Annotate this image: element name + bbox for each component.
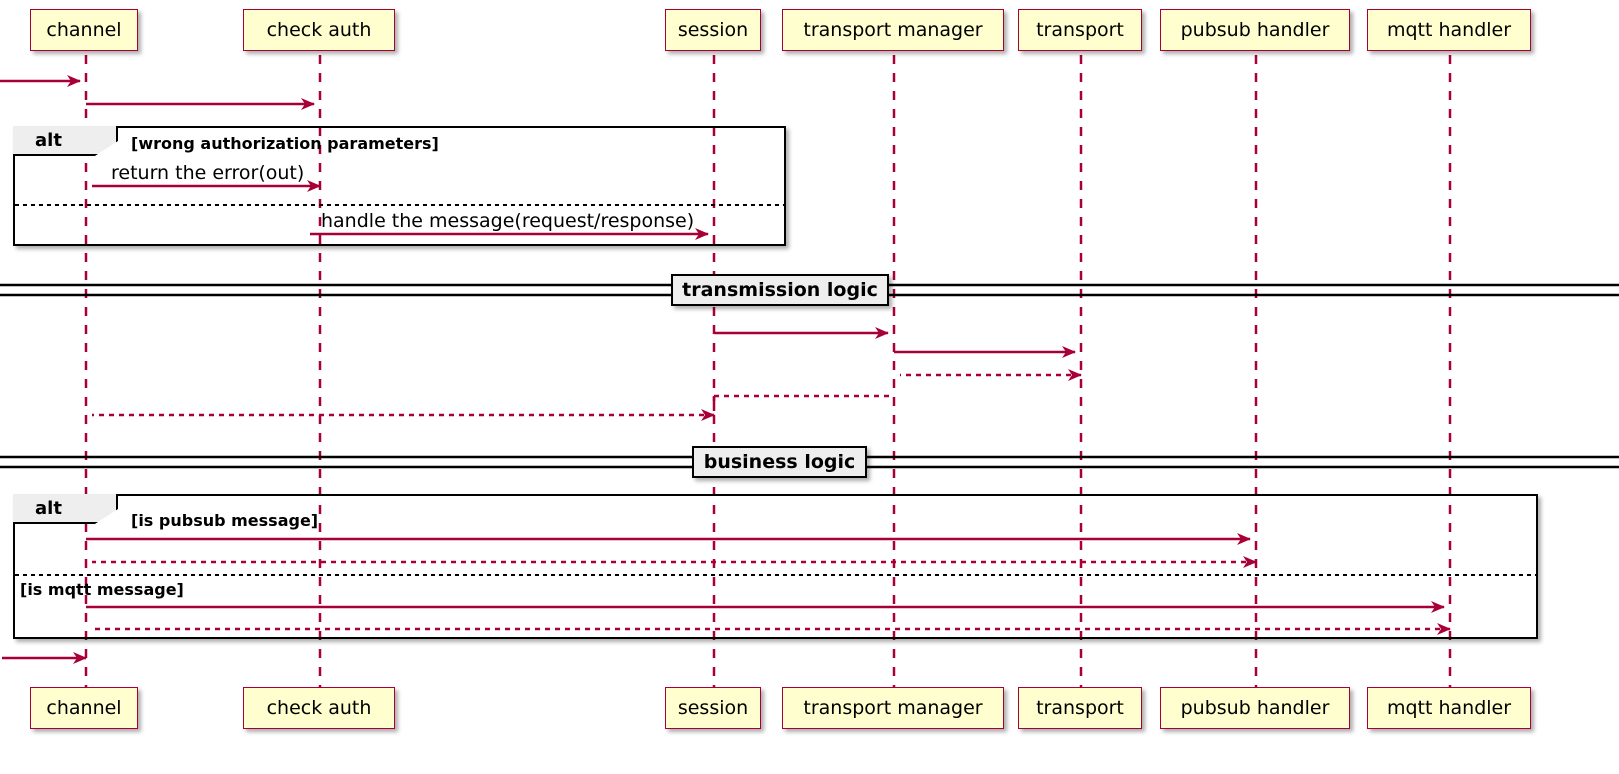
lifelines (84, 55, 1452, 690)
alt-fragment-authorization (13, 126, 786, 246)
participant-head-pubsub-handler[interactable]: pubsub handler (1160, 9, 1350, 51)
alt-operator-label: alt (35, 129, 62, 151)
participant-foot-check-auth[interactable]: check auth (243, 687, 395, 729)
alt-fragment-operator-tab: alt (13, 126, 118, 156)
participant-label: channel (46, 697, 122, 719)
participant-label: pubsub handler (1180, 19, 1330, 41)
divider-label: business logic (703, 451, 856, 473)
alt-operator-label: alt (35, 497, 62, 519)
message-label-return-the-error: return the error(out) (111, 162, 305, 184)
alt-guard-is-mqtt-message: [is mqtt message] (20, 580, 184, 599)
alt-fragment-message-type (13, 494, 1538, 639)
participant-label: transport manager (803, 19, 983, 41)
participant-head-session[interactable]: session (665, 9, 761, 51)
fragment-separators (15, 204, 1537, 576)
participant-label: channel (46, 19, 122, 41)
alt-guard-wrong-authorization: [wrong authorization parameters] (131, 134, 439, 153)
message-arrows (0, 75, 1451, 664)
participant-foot-pubsub-handler[interactable]: pubsub handler (1160, 687, 1350, 729)
divider-transmission-logic: transmission logic (671, 274, 889, 306)
alt-guard-is-pubsub-message: [is pubsub message] (131, 511, 319, 530)
message-label-handle-the-message: handle the message(request/response) (321, 210, 695, 232)
participant-label: check auth (266, 19, 372, 41)
divider-rails (0, 283, 1619, 469)
participant-label: check auth (266, 697, 372, 719)
participant-foot-channel[interactable]: channel (30, 687, 138, 729)
participant-label: pubsub handler (1180, 697, 1330, 719)
participant-label: transport manager (803, 697, 983, 719)
divider-label: transmission logic (682, 279, 878, 301)
participant-foot-transport-manager[interactable]: transport manager (782, 687, 1004, 729)
participant-foot-session[interactable]: session (665, 687, 761, 729)
participant-head-check-auth[interactable]: check auth (243, 9, 395, 51)
participant-label: session (677, 697, 749, 719)
participant-head-transport[interactable]: transport (1018, 9, 1142, 51)
participant-head-channel[interactable]: channel (30, 9, 138, 51)
participant-label: mqtt handler (1386, 19, 1512, 41)
participant-head-transport-manager[interactable]: transport manager (782, 9, 1004, 51)
participant-label: mqtt handler (1386, 697, 1512, 719)
participant-foot-mqtt-handler[interactable]: mqtt handler (1367, 687, 1531, 729)
participant-label: session (677, 19, 749, 41)
participant-foot-transport[interactable]: transport (1018, 687, 1142, 729)
alt-fragment-operator-tab-2: alt (13, 494, 118, 524)
participant-head-mqtt-handler[interactable]: mqtt handler (1367, 9, 1531, 51)
participant-label: transport (1036, 697, 1124, 719)
participant-label: transport (1036, 19, 1124, 41)
divider-business-logic: business logic (692, 446, 867, 478)
